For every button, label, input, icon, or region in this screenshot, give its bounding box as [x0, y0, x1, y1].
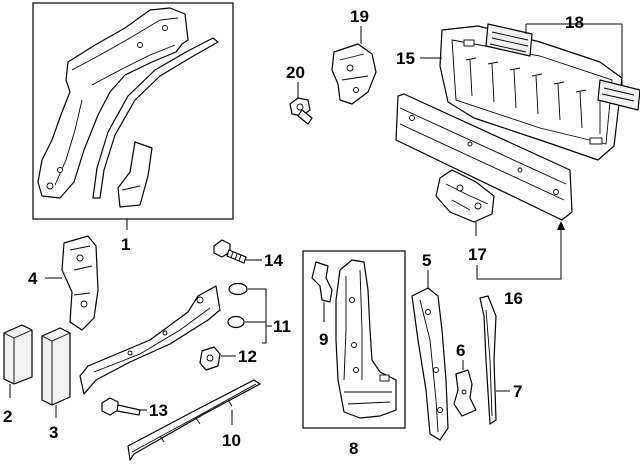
part-1-lower-bracket — [117, 141, 153, 208]
callout-10: 10 — [222, 431, 241, 450]
callout-18: 18 — [565, 13, 584, 32]
part-9-bracket — [311, 261, 333, 303]
part-1-pillar-inner — [37, 7, 189, 199]
part-11-rocker — [79, 285, 221, 395]
part-3-block — [41, 327, 71, 406]
callout-19: 19 — [350, 7, 369, 26]
callout-2: 2 — [3, 407, 12, 426]
part-19-bracket — [331, 43, 377, 105]
part-18-vent-b — [597, 79, 640, 111]
part-4-reinforcement — [61, 235, 99, 331]
callout-5: 5 — [422, 251, 431, 270]
callout-6: 6 — [456, 341, 465, 360]
callout-11: 11 — [273, 317, 291, 336]
callout-1: 1 — [121, 235, 130, 254]
callout-3: 3 — [49, 423, 58, 442]
part-16-crossmember — [395, 93, 573, 221]
part-1-front-pillar-group — [32, 2, 234, 220]
callout-8: 8 — [349, 439, 358, 458]
callout-13: 13 — [149, 401, 168, 420]
part-7-strip — [479, 295, 497, 425]
callout-12: 12 — [238, 347, 257, 366]
part-8-center-pillar-group — [302, 250, 406, 429]
part-5-pillar — [411, 287, 449, 441]
part-12-nut — [199, 346, 221, 371]
part-6-bracket — [453, 369, 477, 417]
part-13-bolt — [101, 397, 141, 416]
callout-16: 16 — [504, 289, 523, 308]
part-10-rocker-panel — [127, 379, 261, 461]
callout-9: 9 — [319, 330, 328, 349]
part-8-pillar — [335, 259, 397, 419]
callout-17: 17 — [468, 245, 487, 264]
part-2-block — [3, 324, 33, 385]
part-14-bolt — [213, 239, 247, 264]
callout-14: 14 — [264, 251, 283, 270]
part-18-vent-a — [485, 23, 533, 57]
part-11-washer-b — [227, 315, 245, 329]
callout-20: 20 — [286, 63, 305, 82]
part-1-weatherstrip — [92, 37, 219, 199]
callout-15: 15 — [396, 49, 415, 68]
part-11-washer-a — [228, 282, 248, 296]
part-17-hinge-bracket — [435, 169, 495, 223]
part-1-box — [32, 2, 234, 220]
part-20-bolt — [289, 97, 313, 125]
callout-7: 7 — [513, 382, 522, 401]
callout-4: 4 — [28, 269, 38, 288]
part-8-box — [302, 250, 406, 429]
